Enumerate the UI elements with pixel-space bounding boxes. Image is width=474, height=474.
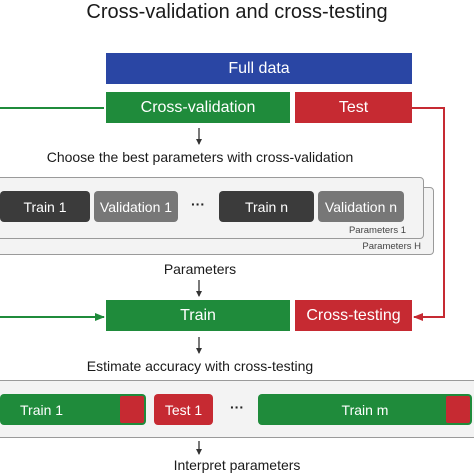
ct-train-m-block: Train m	[258, 394, 472, 425]
cv-train-n-block: Train n	[219, 191, 314, 222]
cv-ellipsis: ···	[191, 196, 205, 212]
red-arrow-test-to-cross-testing	[412, 107, 445, 321]
ct-train-1-block: Train 1	[0, 394, 146, 425]
parameters-1-caption: Parameters 1	[348, 225, 406, 236]
cv-train-1-block: Train 1	[0, 191, 90, 222]
ct-ellipsis: ···	[230, 399, 244, 415]
parameters-h-caption: Parameters H	[362, 241, 421, 252]
choose-parameters-label: Choose the best parameters with cross-va…	[46, 149, 354, 165]
interpret-parameters-label: Interpret parameters	[173, 457, 301, 473]
ct-train-1-test-portion	[120, 396, 144, 423]
ct-train-m-test-portion	[446, 396, 470, 423]
parameters-label: Parameters	[163, 261, 237, 277]
cross-validation-box: Cross-validation	[106, 92, 290, 123]
full-data-box: Full data	[106, 53, 412, 84]
cv-validation-1-block: Validation 1	[94, 191, 178, 222]
diagram-title: Cross-validation and cross-testing	[86, 1, 388, 23]
test-box: Test	[295, 92, 412, 123]
ct-train-1-label: Train 1	[20, 401, 64, 418]
ct-train-m-label: Train m	[341, 401, 389, 418]
cv-validation-n-block: Validation n	[318, 191, 404, 222]
train-box: Train	[106, 300, 290, 331]
cross-testing-box: Cross-testing	[295, 300, 412, 331]
ct-test-1-block: Test 1	[154, 394, 213, 425]
estimate-accuracy-label: Estimate accuracy with cross-testing	[86, 358, 314, 374]
